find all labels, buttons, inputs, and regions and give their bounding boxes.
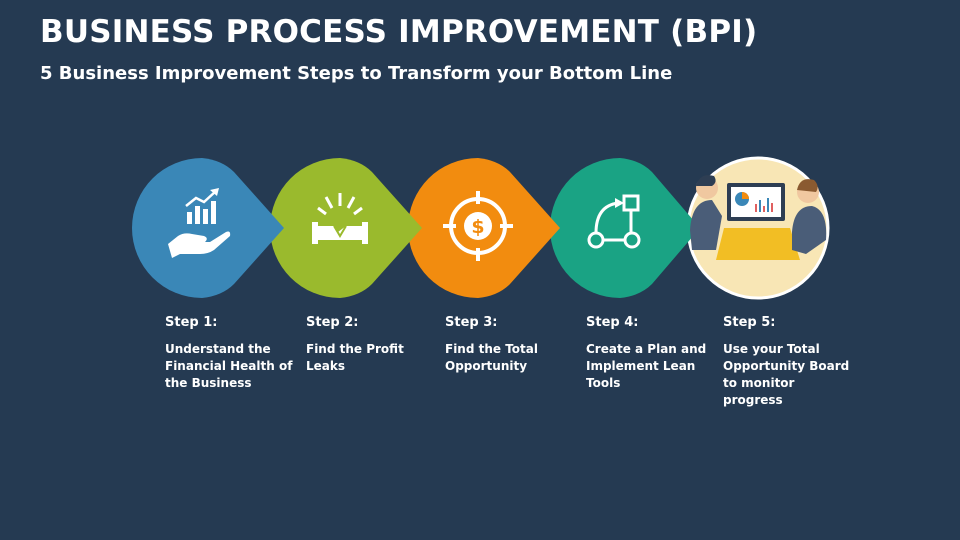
page-subtitle: 5 Business Improvement Steps to Transfor… <box>40 63 673 84</box>
step-1-text: Step 1: Understand the Financial Health … <box>165 314 295 392</box>
step-1-description: Understand the Financial Health of the B… <box>165 342 293 390</box>
step-3-text: Step 3: Find the Total Opportunity <box>445 314 575 375</box>
step-4-text: Step 4: Create a Plan and Implement Lean… <box>586 314 716 392</box>
process-flow-icon <box>587 194 641 249</box>
team-meeting-illustration <box>690 175 827 260</box>
step-1-shape <box>132 158 284 298</box>
step-3-description: Find the Total Opportunity <box>445 342 538 373</box>
dollar-target-icon: $ <box>443 191 513 261</box>
step-5-description: Use your Total Opportunity Board to moni… <box>723 342 850 407</box>
step-5-text: Step 5: Use your Total Opportunity Board… <box>723 314 853 409</box>
growth-chart-hand-icon <box>168 188 231 258</box>
leaking-pipe-icon <box>312 193 368 244</box>
step-4-label: Step 4: <box>586 315 639 330</box>
step-4-description: Create a Plan and Implement Lean Tools <box>586 342 707 390</box>
step-4-shape <box>550 158 700 298</box>
step-3-label: Step 3: <box>445 315 498 330</box>
step-2-label: Step 2: <box>306 315 359 330</box>
svg-text:$: $ <box>471 216 484 238</box>
step-2-text: Step 2: Find the Profit Leaks <box>306 314 436 375</box>
step-1-label: Step 1: <box>165 315 218 330</box>
step-2-description: Find the Profit Leaks <box>306 342 404 373</box>
step-5-label: Step 5: <box>723 315 776 330</box>
page-title: BUSINESS PROCESS IMPROVEMENT (BPI) <box>40 14 758 50</box>
